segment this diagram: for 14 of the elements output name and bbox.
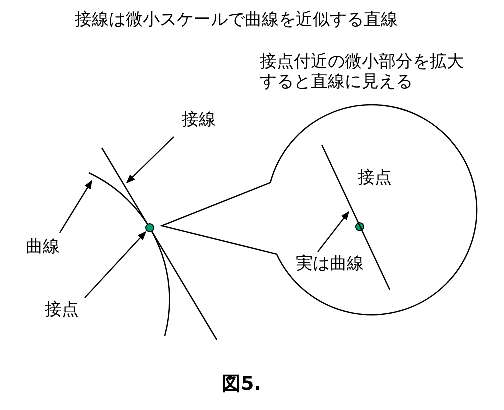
figure-caption: 図5. bbox=[222, 374, 262, 394]
callout-text: 接点付近の微小部分を拡大すると直線に見える bbox=[260, 52, 465, 92]
part-label: 接線 bbox=[182, 110, 216, 130]
part-label: 曲線 bbox=[26, 237, 60, 257]
leader-arrow bbox=[84, 231, 147, 298]
leader-arrow bbox=[318, 211, 350, 252]
point-label: 接点 bbox=[358, 168, 392, 188]
leader-arrow bbox=[126, 136, 174, 184]
part-label: 接点 bbox=[45, 300, 79, 320]
title: 接線は微小スケールで曲線を近似する直線 bbox=[75, 10, 398, 30]
straight-line bbox=[101, 148, 218, 340]
curve-line bbox=[88, 172, 170, 336]
part-label: 実は曲線 bbox=[296, 254, 364, 274]
leader-arrow bbox=[59, 180, 93, 234]
